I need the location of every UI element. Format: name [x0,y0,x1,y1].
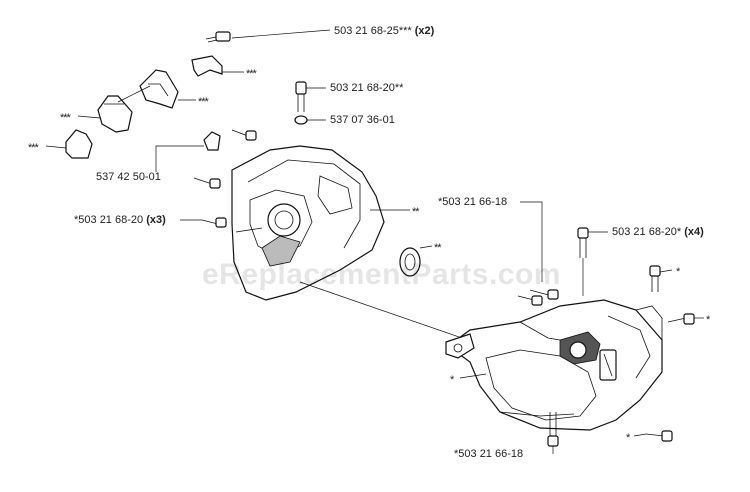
label-503-21-68-25: 503 21 68-25*** (x2) [334,25,434,37]
part-number: *503 21 66-18 [454,448,524,460]
label-537-42-50-01: 537 42 50-01 [96,171,161,183]
part-number: 503 21 68-20** [330,82,404,94]
part-number: *503 21 68-20 [74,214,144,226]
label-503-21-68-20-x4: 503 21 68-20* (x4) [612,226,704,238]
label-503-21-66-18-top: *503 21 66-18 [438,196,507,208]
screws-left [180,129,257,228]
star-marker: *** [198,96,209,108]
star-marker: *** [60,112,71,124]
label-503-21-68-20-top: 503 21 68-20** [330,82,403,94]
screws-right [633,265,704,442]
part-quantity: (x4) [684,226,704,238]
crankcase-lower [445,299,663,431]
label-537-07-36-01: 537 07 36-01 [330,114,395,126]
watermark: eReplacementParts.com [202,258,561,291]
screw-upper-center [294,81,326,125]
part-number: 503 21 68-25*** [334,25,412,37]
star-marker: *** [246,68,257,80]
star-marker: * [706,314,710,326]
star-marker: * [626,432,630,444]
crankcase-main [231,145,410,301]
label-503-21-66-18-bottom: *503 21 66-18 [454,448,523,460]
screw-x4 [577,227,608,296]
star-marker: *** [28,142,39,154]
leader-66-18-top [520,201,543,282]
small-bracket [155,131,221,172]
part-number: 503 21 68-20* [612,226,682,238]
part-number: 537 42 50-01 [96,171,161,183]
star-marker: ** [412,206,420,218]
screw-bottom [547,412,559,454]
part-number: 537 07 36-01 [330,114,395,126]
label-503-21-68-20-x3: *503 21 68-20 (x3) [74,214,166,226]
star-marker: * [676,266,680,278]
part-number: *503 21 66-18 [438,196,508,208]
screw-top-left [205,29,331,43]
clip-parts [45,55,244,159]
star-marker: ** [434,242,442,254]
part-quantity: (x3) [146,214,166,226]
bearing [399,245,433,277]
star-marker: * [450,374,454,386]
part-quantity: (x2) [414,25,435,37]
